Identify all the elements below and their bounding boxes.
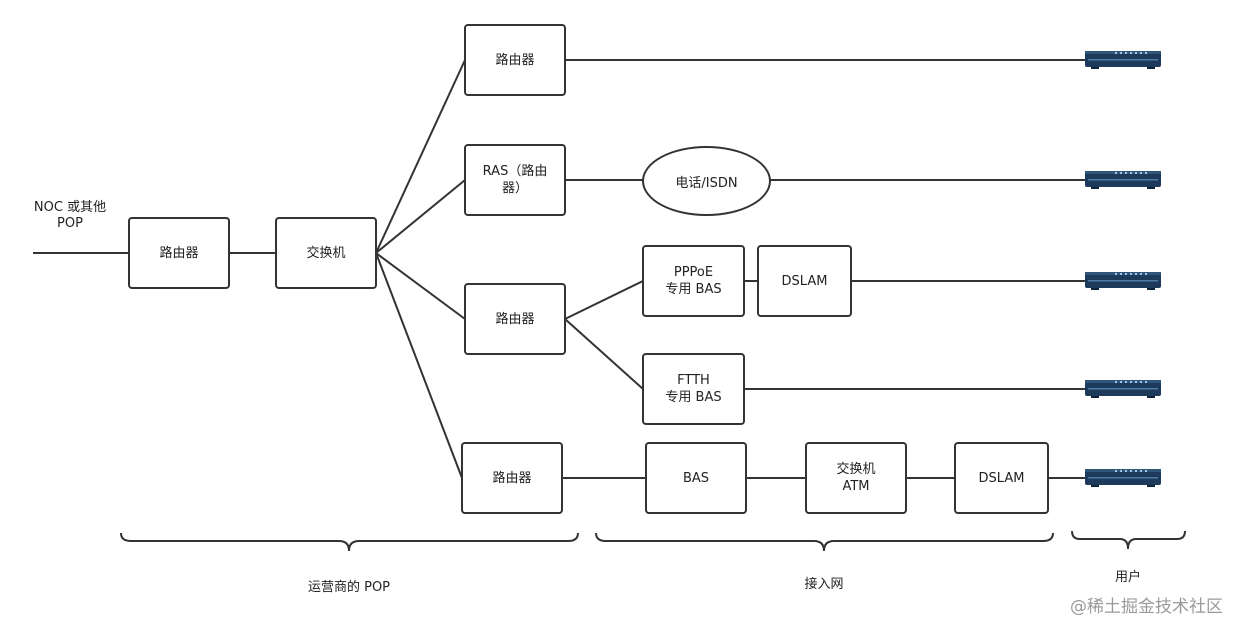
modem-icon	[1085, 49, 1161, 69]
router-core[interactable]: 路由器	[128, 217, 230, 289]
modem-icon	[1085, 378, 1161, 398]
bas[interactable]: BAS	[645, 442, 747, 514]
router-bottom[interactable]: 路由器	[461, 442, 563, 514]
ras-router[interactable]: RAS（路由 器）	[464, 144, 566, 216]
pppoe-bas[interactable]: PPPoE 专用 BAS	[642, 245, 745, 317]
switch[interactable]: 交换机	[275, 217, 377, 289]
modem-icon	[1085, 467, 1161, 487]
ftth-bas[interactable]: FTTH 专用 BAS	[642, 353, 745, 425]
router-top[interactable]: 路由器	[464, 24, 566, 96]
phone-isdn[interactable]: 电话/ISDN	[642, 146, 771, 216]
modem-icon	[1085, 169, 1161, 189]
dslam-bottom[interactable]: DSLAM	[954, 442, 1049, 514]
watermark: @稀土掘金技术社区	[1070, 597, 1223, 617]
dslam-mid[interactable]: DSLAM	[757, 245, 852, 317]
modem-icon	[1085, 270, 1161, 290]
router-mid[interactable]: 路由器	[464, 283, 566, 355]
atm-switch[interactable]: 交换机 ATM	[805, 442, 907, 514]
source-label: NOC 或其他 POP	[33, 200, 107, 231]
group-label-operator-pop: 运营商的 POP	[307, 580, 391, 595]
group-label-users: 用户	[1114, 570, 1141, 585]
group-label-access-network: 接入网	[804, 577, 844, 592]
